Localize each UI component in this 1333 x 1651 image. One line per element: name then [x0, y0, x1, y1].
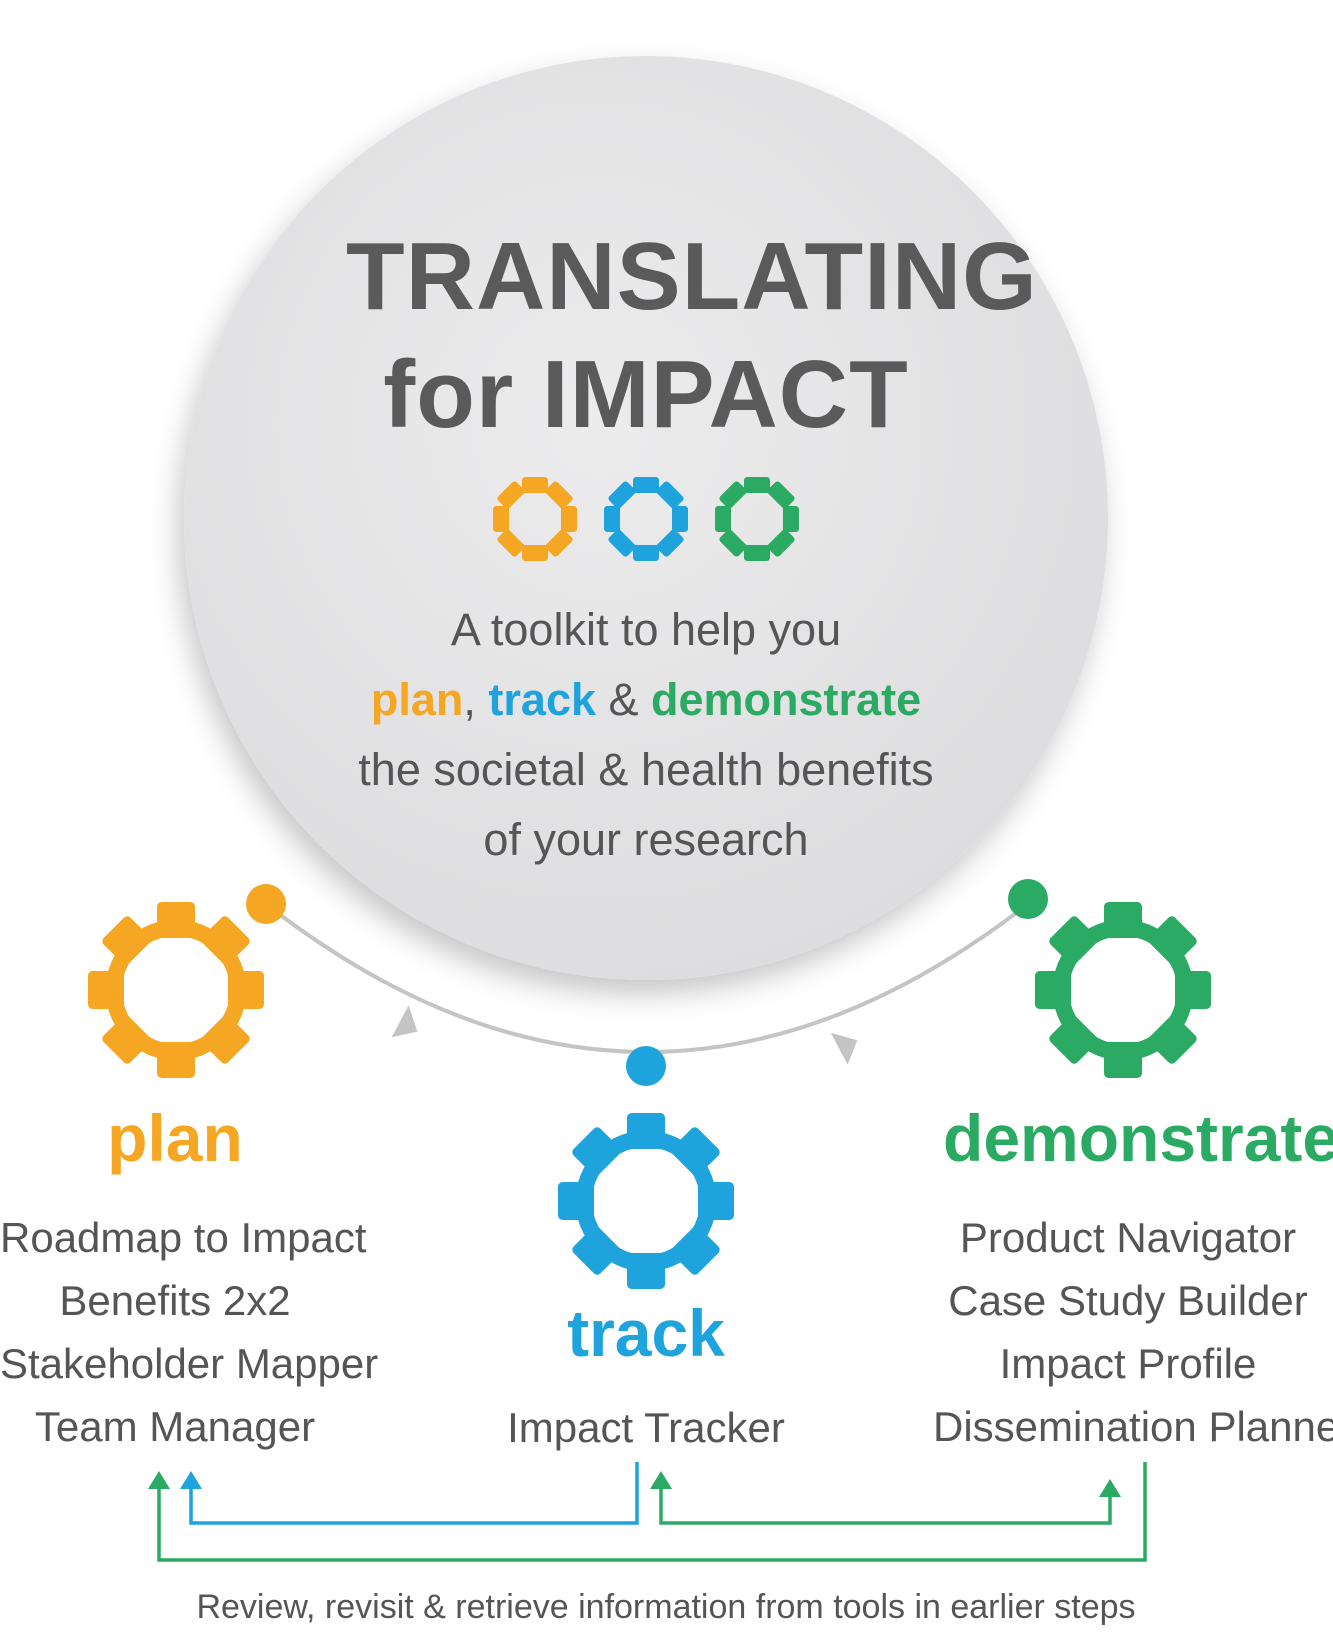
tagline-demonstrate: demonstrate	[651, 674, 922, 725]
track-to-plan-line	[189, 1462, 639, 1525]
outer-loop-arrowhead	[148, 1471, 170, 1489]
demonstrate-tool-item: Product Navigator	[959, 1214, 1297, 1261]
plan-label: plan	[107, 1101, 243, 1175]
tagline-track: track	[488, 674, 596, 725]
plan-tool-list: Roadmap to Impact Benefits 2x2 Stakehold…	[0, 1206, 379, 1458]
track-gear-icon	[558, 1113, 734, 1289]
arc-arrow-2	[830, 1032, 858, 1065]
tagline: A toolkit to help you plan, track & demo…	[346, 595, 946, 875]
tagline-sep-1: ,	[463, 674, 489, 725]
small-demonstrate-gear-icon	[715, 477, 799, 561]
small-plan-gear-icon	[493, 477, 577, 561]
tagline-line-3: the societal & health benefits	[358, 744, 934, 795]
plan-tool-item: Stakeholder Mapper	[0, 1340, 379, 1387]
tagline-sep-2: &	[596, 674, 652, 725]
title-line-2: for IMPACT	[383, 341, 909, 448]
track-to-plan-arrowhead	[180, 1471, 202, 1489]
plan-gear-icon	[88, 902, 264, 1078]
demonstrate-label: demonstrate	[943, 1101, 1333, 1175]
plan-arc-dot	[246, 884, 286, 924]
track-label: track	[567, 1296, 725, 1370]
small-track-gear-icon	[604, 477, 688, 561]
demonstrate-arrowhead	[1099, 1479, 1121, 1497]
feedback-connectors	[148, 1462, 1147, 1562]
demonstrate-tool-item: Dissemination Planner	[933, 1403, 1333, 1450]
demonstrate-arc-dot	[1008, 879, 1048, 919]
demonstrate-tool-item: Case Study Builder	[948, 1277, 1308, 1324]
arc-arrow-1	[391, 1005, 418, 1038]
track-tool-list: Impact Tracker	[471, 1396, 821, 1459]
demonstrate-tool-list: Product Navigator Case Study Builder Imp…	[933, 1206, 1333, 1458]
plan-tool-item: Team Manager	[34, 1403, 316, 1450]
tagline-line-2: plan, track & demonstrate	[346, 665, 946, 735]
title-line-1: TRANSLATING	[346, 223, 1038, 330]
plan-tool-item: Benefits 2x2	[59, 1277, 291, 1324]
track-arc-dot	[626, 1046, 666, 1086]
tagline-line-4: of your research	[483, 814, 809, 865]
demonstrate-gear-icon	[1035, 902, 1211, 1078]
small-gears	[493, 477, 799, 561]
demonstrate-tool-item: Impact Profile	[999, 1340, 1257, 1387]
feedback-caption: Review, revisit & retrieve information f…	[196, 1588, 1136, 1626]
demonstrate-to-track-arrowhead	[650, 1471, 672, 1489]
outer-loop-line	[157, 1462, 1147, 1562]
main-circle	[184, 56, 1108, 980]
plan-tool-item: Roadmap to Impact	[0, 1214, 367, 1261]
tagline-plan: plan	[370, 674, 464, 725]
demonstrate-to-track-line	[659, 1487, 1112, 1525]
tagline-line-1: A toolkit to help you	[450, 604, 842, 655]
track-tool-item: Impact Tracker	[507, 1404, 785, 1451]
